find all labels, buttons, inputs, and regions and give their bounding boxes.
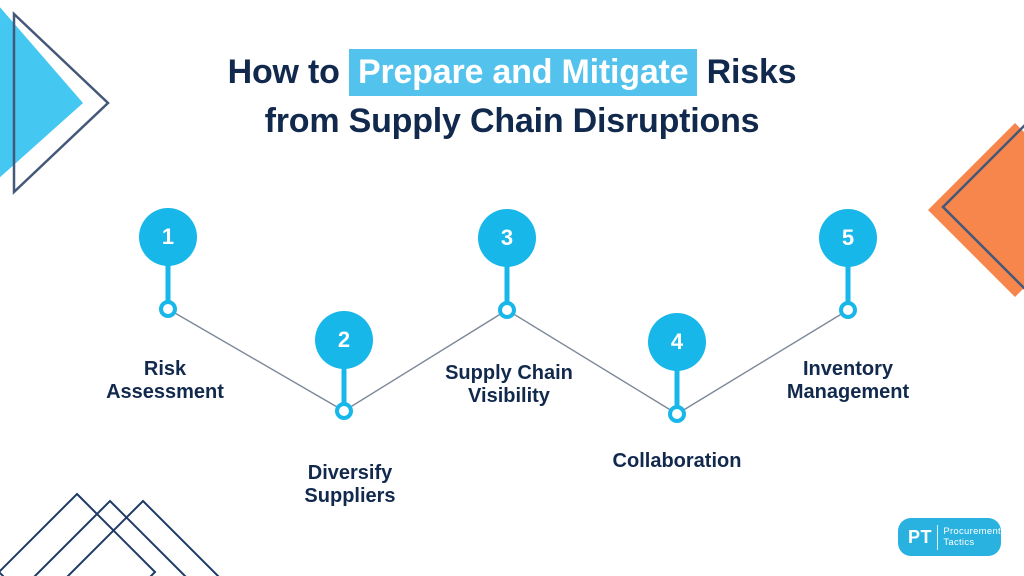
bottom-left-diamond-icon <box>33 499 187 576</box>
step-circle-4: 4 <box>648 313 706 371</box>
top-right-orange-diamond-icon <box>928 123 1024 297</box>
logo-abbr: PT <box>908 526 933 547</box>
step-ring-4 <box>668 405 686 423</box>
title-line-2: from Supply Chain Disruptions <box>264 102 760 140</box>
logo-name-line2: Tactics <box>943 537 975 548</box>
step-number-2: 2 <box>337 327 351 352</box>
left-cyan-triangle-icon <box>0 7 83 178</box>
bottom-left-diamond-icon <box>66 499 220 576</box>
step-ring-5 <box>839 301 857 319</box>
step-number-5: 5 <box>841 225 855 250</box>
step-number-3: 3 <box>500 225 514 250</box>
step-circle-5: 5 <box>819 209 877 267</box>
page-title: How to Prepare and Mitigate Risks from S… <box>0 48 1024 146</box>
step-ring-2 <box>335 402 353 420</box>
step-circle-2: 2 <box>315 311 373 369</box>
step-number-1: 1 <box>161 224 175 249</box>
step-label-supply-chain-visibility: Supply Chain Visibility <box>445 362 573 407</box>
bottom-left-diamond-icon <box>0 492 157 576</box>
step-circle-1: 1 <box>139 208 197 266</box>
step-number-4: 4 <box>670 329 684 354</box>
step-ring-3 <box>498 301 516 319</box>
brand-logo: PT Procurement Tactics <box>898 518 1001 556</box>
step-label-collaboration: Collaboration <box>612 450 742 472</box>
logo-name-line1: Procurement <box>943 526 1001 537</box>
step-label-diversify-suppliers: Diversify Suppliers <box>304 462 396 507</box>
title-prefix: How to <box>227 53 340 91</box>
step-ring-1 <box>159 300 177 318</box>
title-suffix: Risks <box>706 53 797 91</box>
left-outline-triangle-icon <box>12 11 110 195</box>
step-label-risk-assessment: Risk Assessment <box>106 358 224 403</box>
logo-name: Procurement Tactics <box>943 526 1001 548</box>
title-line-1: How to Prepare and Mitigate Risks <box>0 48 1024 97</box>
step-circle-3: 3 <box>478 209 536 267</box>
title-highlight: Prepare and Mitigate <box>348 49 698 96</box>
step-label-inventory-management: Inventory Management <box>786 358 910 403</box>
top-right-outline-diamond-icon <box>941 124 1024 290</box>
